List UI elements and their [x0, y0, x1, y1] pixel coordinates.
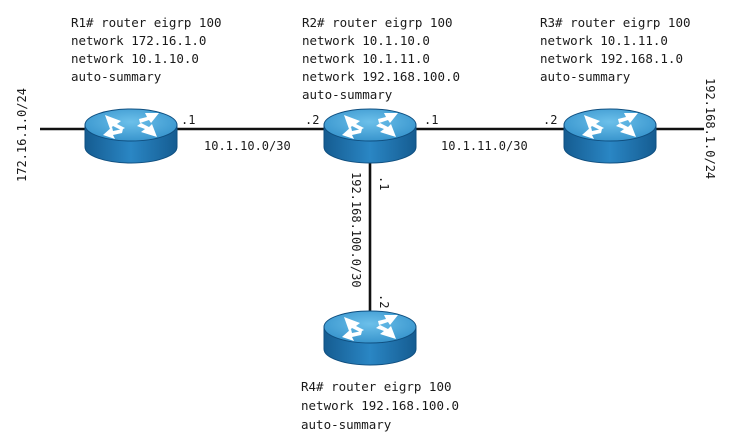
- r1-config-line: network 172.16.1.0: [71, 33, 206, 48]
- r2-r3-r2-end-label: .1: [424, 113, 438, 127]
- r2-r4-r4-end-label: .2: [377, 294, 391, 308]
- r1-config: R1# router eigrp 100 network 172.16.1.0 …: [71, 15, 222, 84]
- r1-config-line: auto-summary: [71, 69, 162, 84]
- r3-config-line: R3# router eigrp 100: [540, 15, 691, 30]
- r1-config-line: network 10.1.10.0: [71, 51, 199, 66]
- r4-config-line: R4# router eigrp 100: [301, 379, 452, 394]
- r2-r4-subnet-label: 192.168.100.0/30: [349, 172, 363, 288]
- r2-config-line: network 10.1.11.0: [302, 51, 430, 66]
- router-r2-icon[interactable]: [323, 108, 417, 164]
- r2-config-line: network 192.168.100.0: [302, 69, 460, 84]
- r4-config-line: network 192.168.100.0: [301, 398, 459, 413]
- r1-lan-subnet-label: 172.16.1.0/24: [15, 88, 29, 182]
- router-r1-icon[interactable]: [84, 108, 178, 164]
- r3-config-line: network 10.1.11.0: [540, 33, 668, 48]
- r1-config-line: R1# router eigrp 100: [71, 15, 222, 30]
- r2-r4-r2-end-label: .1: [377, 176, 391, 190]
- r2-config: R2# router eigrp 100 network 10.1.10.0 n…: [302, 15, 460, 102]
- r1-r2-r1-end-label: .1: [181, 113, 195, 127]
- router-r3-icon[interactable]: [563, 108, 657, 164]
- r2-config-line: network 10.1.10.0: [302, 33, 430, 48]
- r4-config-line: auto-summary: [301, 417, 392, 432]
- router-r4-icon[interactable]: [323, 310, 417, 366]
- r3-config-line: network 192.168.1.0: [540, 51, 683, 66]
- r1-r2-subnet-label: 10.1.10.0/30: [204, 139, 291, 153]
- r2-config-line: auto-summary: [302, 87, 393, 102]
- r4-config: R4# router eigrp 100 network 192.168.100…: [301, 379, 459, 432]
- r2-r3-r3-end-label: .2: [543, 113, 557, 127]
- r2-config-line: R2# router eigrp 100: [302, 15, 453, 30]
- r3-lan-subnet-label: 192.168.1.0/24: [703, 78, 717, 179]
- r3-config-line: auto-summary: [540, 69, 631, 84]
- r3-config: R3# router eigrp 100 network 10.1.11.0 n…: [540, 15, 691, 84]
- r1-r2-r2-end-label: .2: [305, 113, 319, 127]
- r2-r3-subnet-label: 10.1.11.0/30: [441, 139, 528, 153]
